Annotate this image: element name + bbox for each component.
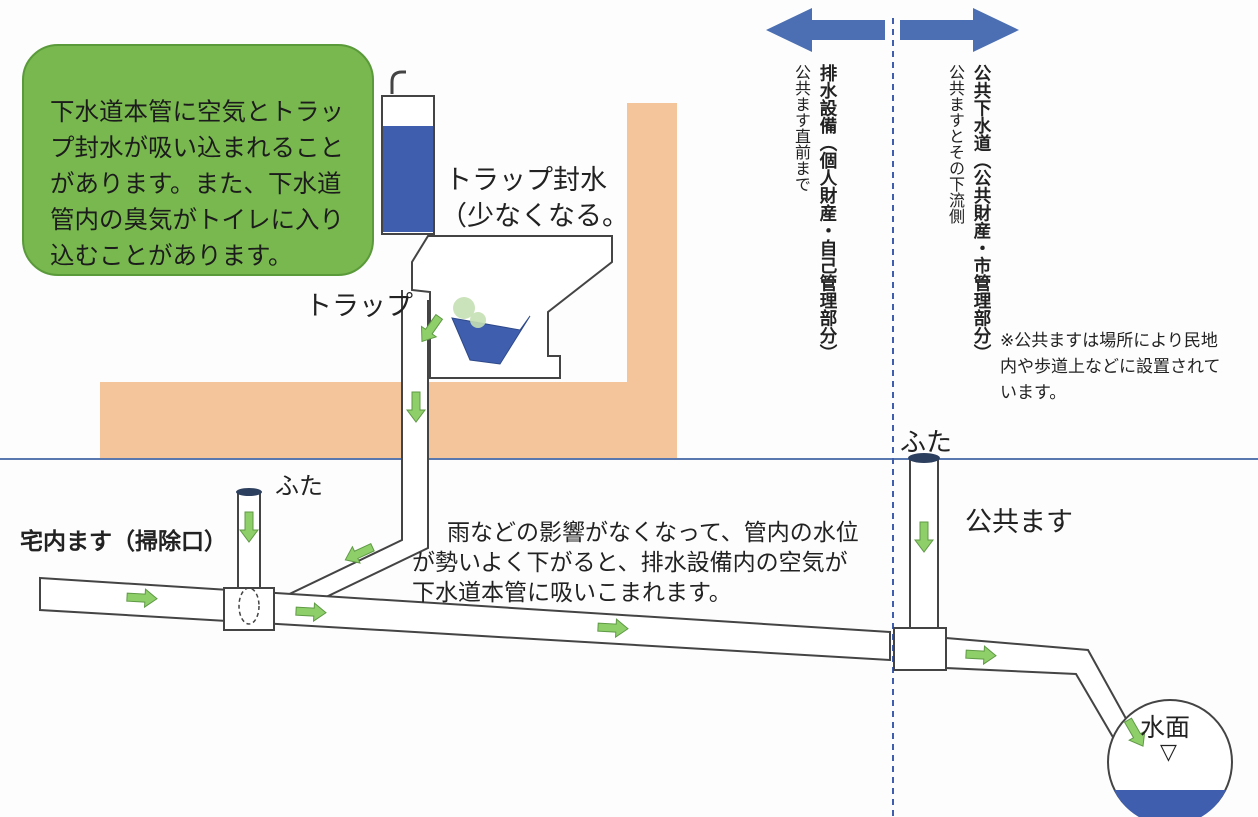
callout-line: プ封水が吸い込まれること [50, 133, 344, 162]
building-shape [100, 103, 677, 459]
bowl-water [451, 315, 531, 365]
tank-water [383, 126, 433, 232]
arrow-left [766, 8, 885, 52]
callout-box: 下水道本管に空気とトラッ プ封水が吸い込まれること があります。また、下水道 管… [22, 44, 374, 276]
trap-water-label: トラップ封水 [445, 165, 607, 196]
public-box-label: 公共ます [965, 507, 1073, 538]
tank-faucet [390, 70, 406, 94]
callout-line: 込むことがあります。 [50, 241, 293, 270]
callout-line: があります。また、下水道 [50, 169, 342, 198]
private-side-subtitle: 公共ます直前まで [792, 64, 811, 192]
description-line: 下水道本管に吸いこまれます。 [412, 580, 732, 606]
note-line: います。 [1000, 383, 1067, 403]
house-box-lid [236, 488, 262, 496]
sewer-main [1107, 699, 1233, 817]
air-bubble [470, 312, 486, 328]
public-box-fitting [893, 627, 947, 671]
trap-water-note: （少なくなる。 [440, 201, 629, 232]
description-line: が勢いよく下がると、排水設備内の空気が [412, 550, 848, 576]
description-line: 雨などの影響がなくなって、管内の水位 [447, 520, 859, 546]
public-side-title: 公共下水道（公共財産・市管理部分） [971, 64, 991, 362]
private-side-title: 排水設備（個人財産・自己管理部分） [817, 64, 837, 362]
water-surface-label: 水面 [1140, 713, 1191, 742]
arrow-right [900, 8, 1019, 52]
public-side-subtitle: 公共ますとその下流側 [946, 64, 965, 224]
house-box-label: 宅内ます（掃除口） [20, 529, 227, 555]
water-surface-symbol: ▽ [1160, 740, 1177, 765]
public-box-lid [908, 453, 940, 463]
callout-line: 下水道本管に空気とトラッ [50, 97, 344, 126]
lid-right-label: ふた [900, 428, 953, 458]
trap-label: トラップ [305, 291, 413, 322]
note-line: 内や歩道上などに設置されて [1000, 357, 1221, 377]
toilet-bowl [411, 235, 613, 379]
note-line: ※公共ますは場所により民地 [1000, 331, 1218, 351]
callout-line: 管内の臭気がトイレに入り [50, 205, 344, 234]
house-box-fitting [223, 587, 275, 631]
air-bubble [453, 297, 475, 319]
sewer-water [1114, 790, 1226, 817]
lid-left-label: ふた [275, 472, 323, 500]
